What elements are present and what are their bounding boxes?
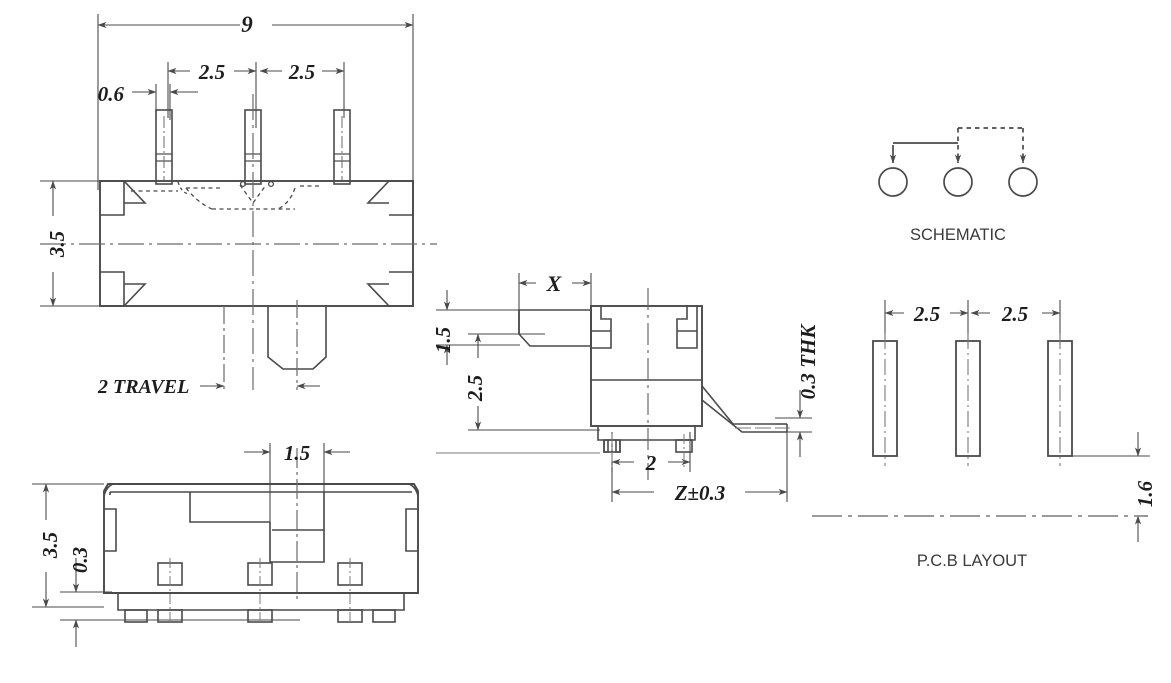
label-overall-width: 9	[241, 12, 253, 37]
caption-schematic: SCHEMATIC	[910, 226, 1006, 244]
dim-mid-offset-2p5	[468, 333, 600, 431]
schematic-terminal-1	[878, 167, 908, 197]
dim-terminal-thickness-0p3	[60, 558, 300, 647]
label-pitch-right: 2.5	[288, 60, 315, 84]
bottom-view-body	[103, 483, 419, 594]
dim-pin-width-0p6	[132, 84, 198, 120]
label-actuator-width: 1.5	[284, 441, 310, 465]
view-pcb-layout	[812, 300, 1150, 542]
side-view-gullwing-lead	[701, 385, 788, 433]
pcb-pad-centerlines	[884, 333, 1061, 466]
bottom-view-base-plate	[117, 592, 405, 611]
bottom-view-terminal-centerlines	[169, 558, 351, 622]
label-pin-width: 0.6	[98, 82, 125, 106]
label-pcb-pitch-left: 2.5	[913, 302, 940, 326]
dim-pitch-right-2p5	[259, 62, 345, 118]
schematic-terminal-2	[943, 167, 973, 197]
label-pcb-pitch-right: 2.5	[1001, 302, 1028, 326]
view-schematic	[878, 127, 1038, 197]
label-material-thickness: 0.3 THK	[796, 323, 820, 400]
caption-pcb-layout: P.C.B LAYOUT	[917, 552, 1027, 570]
label-pin-pitch-side: 2	[645, 451, 657, 475]
dim-body-height-3p5	[40, 180, 100, 307]
dim-lead-span-z	[611, 432, 788, 502]
top-view-hidden-detail	[131, 184, 320, 210]
view-top-front	[40, 14, 437, 392]
schematic-terminal-3	[1008, 167, 1038, 197]
label-mid-offset: 2.5	[463, 375, 487, 402]
label-body-height-bottom: 3.5	[38, 532, 62, 559]
top-view-actuator	[267, 306, 327, 370]
side-view-body	[590, 305, 703, 441]
label-pitch-left: 2.5	[198, 60, 225, 84]
dim-pcb-1p6	[1072, 432, 1150, 542]
top-view-hidden-arcs	[177, 180, 275, 195]
dim-body-height-bottom-3p5	[32, 483, 104, 608]
label-pcb-offset: 1.6	[1133, 480, 1157, 507]
label-lead-span: Z±0.3	[674, 481, 726, 505]
side-view-actuator-arm	[518, 309, 592, 347]
dim-overall-width-9	[97, 14, 414, 190]
label-terminal-thickness: 0.3	[68, 547, 92, 573]
label-top-offset: 1.5	[431, 327, 455, 353]
dim-travel-2	[200, 306, 320, 392]
label-body-height-top: 3.5	[45, 231, 69, 258]
side-view-stub-centerlines	[611, 434, 685, 470]
pcb-pads	[872, 340, 1073, 457]
dim-actuator-projection-x	[518, 273, 592, 312]
view-side-section	[436, 273, 812, 502]
label-travel: 2 TRAVEL	[97, 376, 189, 398]
label-actuator-projection: X	[546, 271, 563, 296]
view-bottom-rear	[32, 443, 419, 647]
dim-pitch-left-2p5	[167, 62, 257, 128]
